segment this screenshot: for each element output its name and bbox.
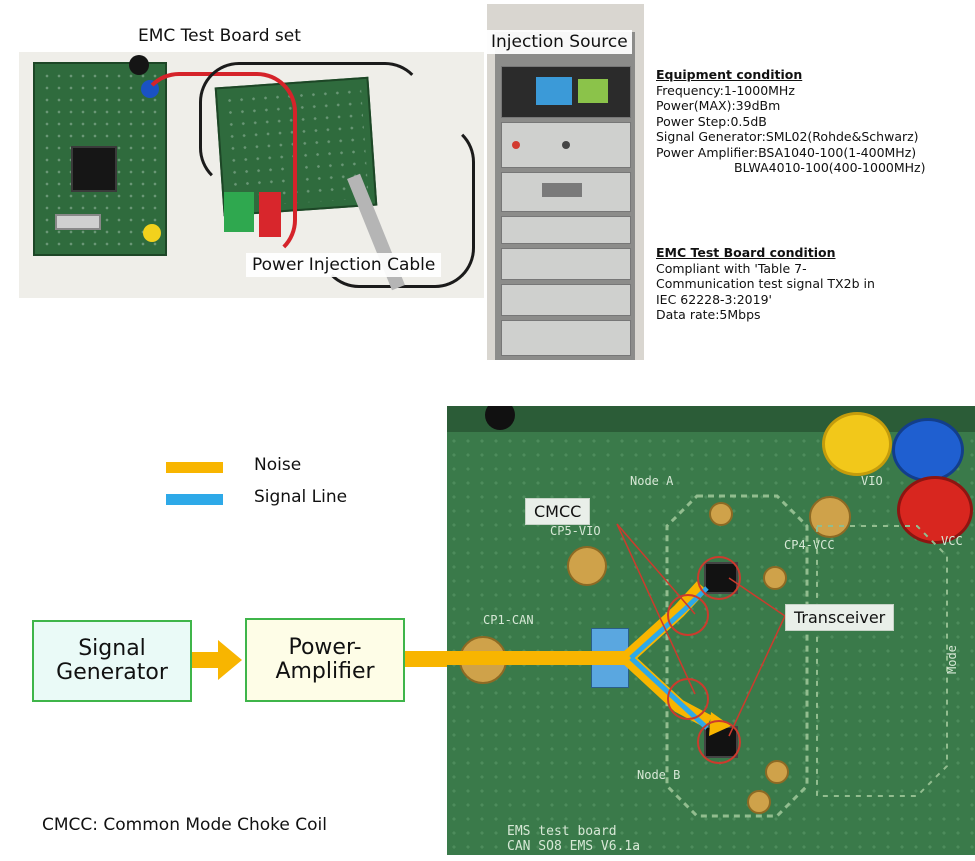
yellow-banana-jack [822,412,892,476]
amplifier-unit-2 [501,172,631,212]
power-amplifier-box: Power-Amplifier [245,618,405,702]
cp1-silkscreen: CP1-CAN [483,613,534,627]
signal-line-legend-swatch [166,494,223,505]
red-clip [259,192,281,237]
rack-unit-4 [501,248,631,280]
equipment-line: Power(MAX):39dBm [656,98,781,113]
board-set-title: EMC Test Board set [138,26,301,46]
black-terminal-post [129,55,149,75]
board-condition-line: Data rate:5Mbps [656,307,761,322]
gen-to-amp-arrow [192,640,242,680]
test-connector [709,502,733,526]
equipment-condition-block: Equipment condition Frequency:1-1000MHz … [656,67,925,176]
node-b-silkscreen: Node B [637,768,681,782]
cmcc-callout-line [616,523,696,695]
equipment-line: Power Amplifier:BSA1040-100(1-400MHz) [656,144,917,160]
outer-trace [816,525,948,797]
blue-banana-jack [892,418,964,482]
cmcc-highlight-ring [667,594,709,636]
node-a-silkscreen: Node A [630,474,674,488]
generator-keypad [578,79,608,103]
cp5-silkscreen: CP5-VIO [550,524,601,538]
vcc-silkscreen: VCC [941,534,963,548]
equipment-line: Frequency:1-1000MHz [656,82,795,98]
transceiver-callout-line [728,615,786,737]
board-name-silkscreen: EMS test board [507,824,617,839]
equipment-line: Power Step:0.5dB [656,113,767,129]
cmcc-callout: CMCC [525,498,591,525]
microcontroller-chip [71,146,117,192]
equipment-line: BLWA4010-100(400-1000MHz) [734,160,926,175]
board-condition-line: Compliant with 'Table 7- [656,260,807,276]
cp5-connector [567,546,607,586]
equipment-condition-heading: Equipment condition [656,67,803,82]
test-connector [765,760,789,784]
noise-legend-label: Noise [254,455,302,475]
rack-unit-5 [501,284,631,316]
amplifier-unit-1 [501,122,631,168]
cmcc-highlight-ring [667,678,709,720]
cmcc-footnote: CMCC: Common Mode Choke Coil [42,815,327,835]
equipment-line: Signal Generator:SML02(Rohde&Schwarz) [656,129,919,144]
board-condition-heading: EMC Test Board condition [656,245,836,260]
board-condition-block: EMC Test Board condition Compliant with … [656,245,875,323]
board-condition-line: IEC 62228-3:2019' [656,291,772,307]
can-test-board-photo: Node A Node B CP5-VIO CP4-VCC CP1-CAN VI… [447,406,975,855]
dip-switch [55,214,101,230]
cp4-connector [809,496,851,538]
black-cable [199,62,425,188]
transceiver-highlight-ring [697,720,741,764]
board-traces [447,494,948,818]
mode-silkscreen: Mode [945,645,959,674]
test-connector [747,790,771,814]
board-condition-line: Communication test signal TX2b in [656,276,875,291]
signal-generator-box: Signal Generator [32,620,192,702]
red-banana-jack [897,476,973,544]
signal-generator-label: Signal Generator [56,636,168,685]
injection-source-label: Injection Source [487,30,632,54]
transceiver-callout: Transceiver [785,604,895,631]
test-board-set-photo: EMC Test Board set Power Injection Cable [19,52,484,298]
cp4-silkscreen: CP4-VCC [784,538,835,552]
vio-silkscreen: VIO [861,474,883,488]
board-version-silkscreen: CAN SO8 EMS V6.1a [507,839,641,854]
test-connector [763,566,787,590]
noise-legend-swatch [166,462,223,473]
rack-unit-6 [501,320,631,356]
generator-screen [536,77,572,105]
green-clip [224,192,254,232]
signal-line-legend-label: Signal Line [254,487,348,507]
black-post [485,406,515,430]
signal-generator-unit [501,66,631,118]
power-injection-cable-label: Power Injection Cable [246,253,442,277]
rack-unit-3 [501,216,631,244]
transceiver-highlight-ring [697,556,741,600]
injection-source-rack-photo: Injection Source [487,4,644,360]
power-amplifier-label: Power-Amplifier [275,635,375,684]
